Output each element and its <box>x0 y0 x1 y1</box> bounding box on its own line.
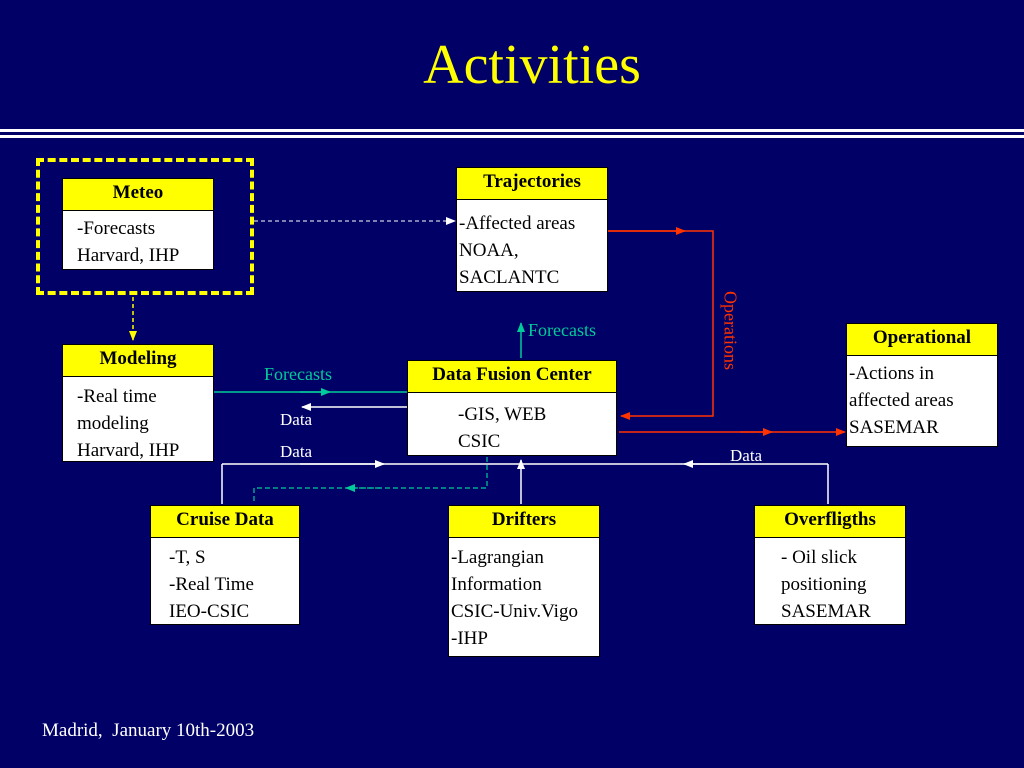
arrow-trajectories-operations <box>608 230 714 420</box>
meteo-line-1: -Forecasts <box>77 218 156 239</box>
meteo-dashed-highlight <box>36 158 254 295</box>
modeling-line-3: Harvard, IHP <box>77 440 180 461</box>
modeling-body: -Real time modeling Harvard, IHP <box>62 376 214 462</box>
modeling-header: Modeling <box>62 344 214 377</box>
operational-body: -Actions in affected areas SASEMAR <box>846 355 998 447</box>
modeling-line-1: -Real time <box>77 386 157 407</box>
overflights-header: Overfligths <box>754 505 906 538</box>
operational-line-2: affected areas <box>849 390 954 411</box>
drifters-line-2: Information <box>451 574 542 595</box>
label-operations: Operations <box>720 291 741 370</box>
overflights-line-2: positioning <box>781 574 867 595</box>
label-data-1: Data <box>280 410 313 429</box>
overflights-body: - Oil slick positioning SASEMAR <box>754 537 906 625</box>
label-data-3: Data <box>730 446 763 465</box>
trajectories-line-2: NOAA, <box>459 240 519 261</box>
meteo-header: Meteo <box>62 178 214 211</box>
modeling-line-2: modeling <box>77 413 149 434</box>
overflights-line-3: SASEMAR <box>781 601 871 622</box>
drifters-line-3: CSIC-Univ.Vigo <box>451 601 578 622</box>
label-data-2: Data <box>280 442 313 461</box>
overflights-line-1: - Oil slick <box>781 547 857 568</box>
operational-line-3: SASEMAR <box>849 417 939 438</box>
meteo-line-2: Harvard, IHP <box>77 245 180 266</box>
drifters-line-4: -IHP <box>451 628 488 649</box>
data-fusion-body: -GIS, WEB CSIC <box>407 392 617 456</box>
trajectories-line-3: SACLANTC <box>459 267 560 288</box>
drifters-body: -Lagrangian Information CSIC-Univ.Vigo -… <box>448 537 600 657</box>
data-fusion-line-2: CSIC <box>458 431 501 452</box>
cruise-body: -T, S -Real Time IEO-CSIC <box>150 537 300 625</box>
label-forecasts-up: Forecasts <box>528 320 596 340</box>
title-rule-bottom <box>0 135 1024 138</box>
slide-footer: Madrid, January 10th-2003 <box>42 720 255 741</box>
meteo-body: -Forecasts Harvard, IHP <box>62 210 214 270</box>
trajectories-line-1: -Affected areas <box>459 213 576 234</box>
trajectories-body: -Affected areas NOAA, SACLANTC <box>456 199 608 292</box>
slide-title: Activities <box>423 34 641 96</box>
drifters-header: Drifters <box>448 505 600 538</box>
trajectories-header: Trajectories <box>456 167 608 200</box>
drifters-line-1: -Lagrangian <box>451 547 544 568</box>
data-fusion-line-1: -GIS, WEB <box>458 404 547 425</box>
operational-header: Operational <box>846 323 998 356</box>
cruise-line-2: -Real Time <box>169 574 254 595</box>
operational-line-1: -Actions in <box>849 363 934 384</box>
cruise-header: Cruise Data <box>150 505 300 538</box>
cruise-line-3: IEO-CSIC <box>169 601 250 622</box>
label-forecasts-left: Forecasts <box>264 364 332 384</box>
cruise-line-1: -T, S <box>169 547 206 568</box>
data-fusion-header: Data Fusion Center <box>407 360 617 393</box>
title-rule-top <box>0 129 1024 132</box>
